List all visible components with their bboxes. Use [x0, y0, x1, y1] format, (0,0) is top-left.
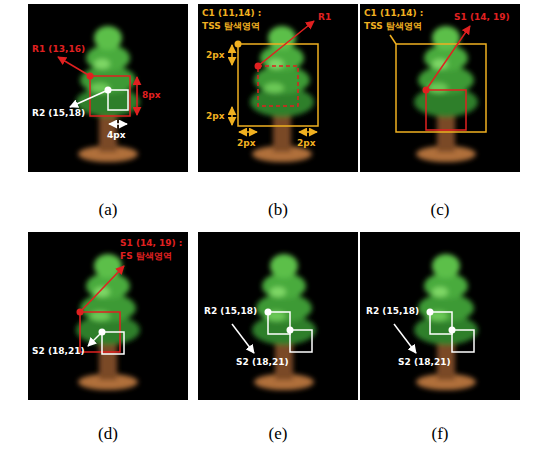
panel-caption: (a) — [99, 200, 118, 220]
dimension-label: 4px — [107, 130, 126, 141]
panel-caption: (b) — [268, 200, 288, 220]
region-label: FS 탐색영역 — [120, 251, 172, 262]
dimension-label: 2px — [206, 111, 225, 122]
point-label: R2 (15,18) — [366, 306, 419, 317]
region-label: TSS 탐색영역 — [364, 21, 422, 32]
point-label: R1 (13,16) — [32, 44, 85, 55]
panel-caption: (e) — [269, 424, 288, 444]
panel-caption: (d) — [98, 424, 118, 444]
point-label: C1 (11,14) : — [364, 8, 423, 19]
panel-caption: (f) — [432, 424, 449, 444]
dimension-label: 2px — [206, 50, 225, 61]
point-label: S1 (14, 19) — [454, 12, 510, 23]
dimension-label: 2px — [297, 138, 316, 149]
point-label: R2 (15,18) — [32, 108, 85, 119]
point-label: S2 (18,21) — [398, 357, 451, 368]
point-label: R2 (15,18) — [204, 306, 257, 317]
dimension-label: 8px — [142, 90, 161, 101]
dimension-label: 2px — [237, 138, 256, 149]
point-label: S2 (18,21) — [32, 346, 85, 357]
point-label: S1 (14, 19) : — [120, 238, 182, 249]
panel-caption: (c) — [431, 200, 450, 220]
point-label: R1 — [318, 12, 331, 23]
point-label: C1 (11,14) : — [202, 8, 261, 19]
point-label: S2 (18,21) — [236, 357, 289, 368]
region-label: TSS 탐색영역 — [202, 21, 260, 32]
